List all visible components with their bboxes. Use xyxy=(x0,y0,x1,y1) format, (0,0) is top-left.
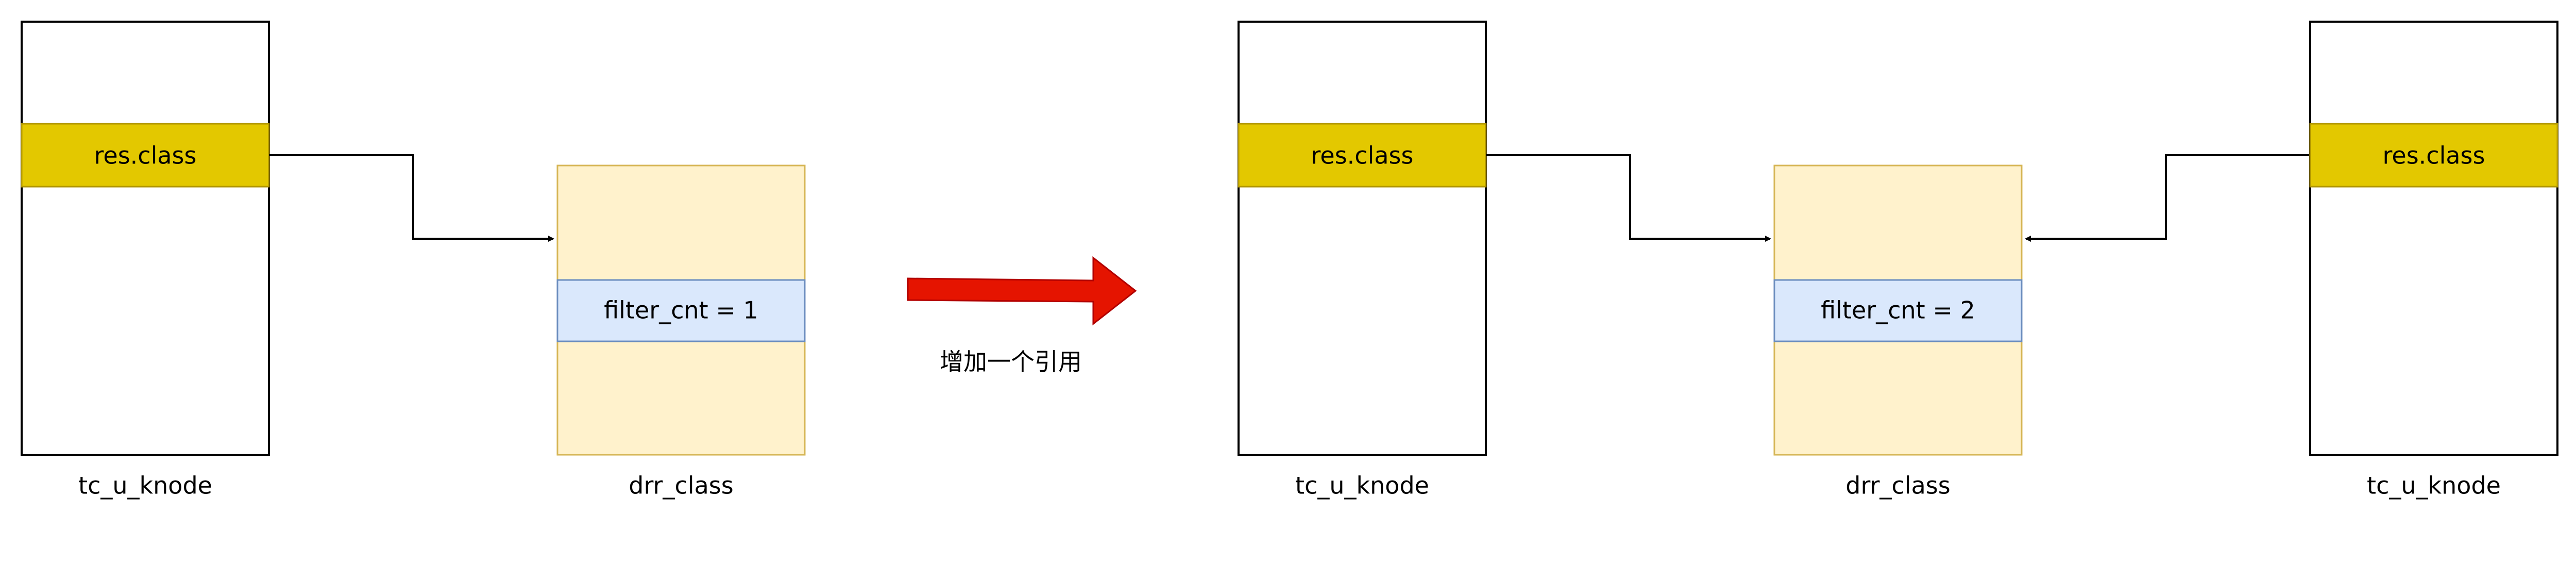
left-reference-connector xyxy=(269,154,554,242)
right-drr-class-caption: drr_class xyxy=(1845,472,1950,500)
right-reference-connector-from-left xyxy=(1486,154,1771,242)
transition-label: 增加一个引用 xyxy=(940,348,1082,376)
right-knode-right-box xyxy=(2309,21,2558,456)
right-reference-connector-from-right xyxy=(2025,154,2310,242)
left-knode-box xyxy=(21,21,270,456)
right-drr-class: filter_cnt = 2 drr_class xyxy=(1773,164,2023,500)
right-knode-left-res-class-label: res.class xyxy=(1311,142,1414,170)
left-knode-res-class-band xyxy=(21,123,270,188)
right-knode-right-res-class-label: res.class xyxy=(2383,142,2485,170)
right-filter-cnt-band xyxy=(1773,279,2023,342)
left-drr-class: filter_cnt = 1 drr_class xyxy=(556,164,806,500)
transition-arrow xyxy=(907,256,1137,326)
right-filter-cnt-label: filter_cnt = 2 xyxy=(1821,296,1975,324)
right-knode-left-box xyxy=(1238,21,1487,456)
right-knode-right: res.class tc_u_knode xyxy=(2309,21,2558,500)
left-filter-cnt-label: filter_cnt = 1 xyxy=(604,296,758,324)
right-knode-right-caption: tc_u_knode xyxy=(2367,472,2501,500)
left-drr-class-caption: drr_class xyxy=(629,472,733,500)
right-knode-left: res.class tc_u_knode xyxy=(1238,21,1487,500)
right-knode-right-res-class-band xyxy=(2309,123,2558,188)
left-knode: res.class tc_u_knode xyxy=(21,21,270,500)
left-knode-caption: tc_u_knode xyxy=(78,472,212,500)
transition: 增加一个引用 xyxy=(907,256,1137,376)
right-knode-left-caption: tc_u_knode xyxy=(1295,472,1429,500)
right-knode-left-res-class-band xyxy=(1238,123,1487,188)
left-knode-res-class-label: res.class xyxy=(94,142,197,170)
left-filter-cnt-band xyxy=(556,279,806,342)
